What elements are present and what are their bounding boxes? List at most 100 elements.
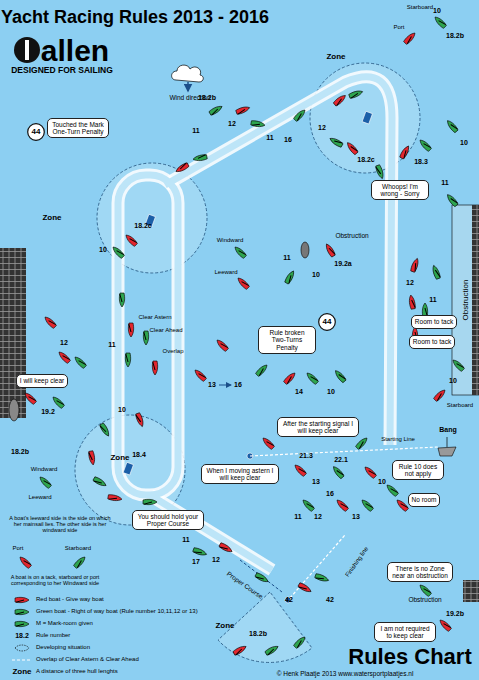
boat-hull <box>375 165 385 180</box>
boat-sail <box>358 442 365 449</box>
boat-sail <box>376 166 381 174</box>
rule-number: 18.3 <box>414 158 428 166</box>
boat <box>418 138 432 152</box>
boat-sail <box>457 362 464 369</box>
penalty-circle: 44 <box>27 123 45 141</box>
boat-sail <box>144 502 152 504</box>
wind-arrow <box>187 82 189 91</box>
boat-hull <box>15 621 29 626</box>
starting-line <box>250 447 438 456</box>
boat <box>335 498 349 512</box>
boat-sail <box>366 502 373 509</box>
bubble-text: Rule 10 does not apply <box>396 463 440 478</box>
speech-bubble: No room <box>408 493 441 506</box>
legend-item: M = Mark-room given <box>36 620 93 627</box>
moored-boat <box>9 399 19 421</box>
sequence-arrow <box>219 385 231 386</box>
boat-sail <box>287 275 293 283</box>
chart-label: Port <box>12 545 23 552</box>
boat <box>395 498 409 512</box>
boat-hull <box>298 582 313 594</box>
boat-sail <box>311 375 318 382</box>
legend-text: A distance of three hull lenghts <box>36 668 118 674</box>
boat-sail <box>198 155 206 159</box>
boat-sail <box>299 585 307 591</box>
boat-hull <box>125 353 130 367</box>
obstruction-boat <box>301 242 309 258</box>
chart-label: Obstruction <box>335 232 368 239</box>
chart-label: allen <box>41 34 109 67</box>
chart-label: Clear Astern <box>138 314 171 321</box>
rule-number: 18.2c <box>134 222 152 230</box>
bubble-text: 44 <box>27 123 45 141</box>
boat-sail <box>16 624 24 626</box>
boat-hull <box>15 609 29 614</box>
boat-sail <box>237 109 245 114</box>
boat-sail <box>44 479 51 486</box>
boat-hull <box>433 388 447 402</box>
chart-title: Yacht Racing Rules 2013 - 2016 <box>1 8 269 28</box>
boat <box>251 120 266 128</box>
boat <box>193 154 208 162</box>
speech-bubble: You should hold your Proper Course <box>132 510 204 531</box>
rule-number: 18.2c <box>357 156 375 164</box>
boat <box>88 451 96 466</box>
boat-hull <box>385 483 399 497</box>
boat <box>399 145 411 160</box>
boat-hull <box>108 494 123 502</box>
boat-hull <box>261 436 275 450</box>
chart-label: Proper Course <box>226 570 265 600</box>
bubble-text: You should hold your Proper Course <box>136 513 200 528</box>
bubble-text: After the starting signal I will keep cl… <box>281 420 355 435</box>
boat <box>128 323 133 337</box>
speech-bubble: Rule broken Two-Turns Penalty <box>258 326 316 354</box>
rule-number: 42 <box>326 596 334 604</box>
boat-sail <box>424 142 431 149</box>
boat-sail <box>316 576 324 581</box>
rule-number: 19.2a <box>334 260 352 268</box>
boat <box>135 413 145 428</box>
legend-item: Rule number <box>36 632 70 639</box>
boat <box>283 371 297 385</box>
boat-sail <box>435 269 440 277</box>
boat <box>284 270 296 285</box>
boat <box>293 463 307 477</box>
boat-sail <box>24 559 31 566</box>
boat-sail <box>436 394 443 401</box>
rule-number: 11 <box>182 536 189 544</box>
boat-sail <box>57 399 64 406</box>
boat <box>298 582 313 594</box>
chart-graphic <box>123 462 133 475</box>
boat-hull <box>251 120 266 128</box>
bubble-text: I will keep clear <box>20 377 64 384</box>
bubble-text: 44 <box>318 313 336 331</box>
chart-label: Starboard <box>447 402 473 409</box>
boat <box>445 119 458 133</box>
boat <box>324 243 336 258</box>
bubble-text: Room to tack <box>415 318 453 325</box>
chart-label: Port <box>393 24 404 31</box>
boat-hull <box>233 245 247 259</box>
bubble-text: Room to tack <box>413 338 451 345</box>
chart-label: Obstruction <box>408 596 441 603</box>
boat-sail <box>120 294 122 302</box>
penalty-circle: 44 <box>318 313 336 331</box>
rule-number: 14 <box>295 388 303 396</box>
rule-number: 11 <box>294 513 301 521</box>
boat <box>355 436 369 450</box>
boat-hull <box>128 323 133 337</box>
marks <box>123 111 372 603</box>
boat-hull <box>233 644 248 656</box>
boat <box>143 331 148 345</box>
legend-text: Red boat - Give way boat <box>36 596 104 602</box>
legend-item: Red boat - Give way boat <box>36 596 104 603</box>
rule-number: 10 <box>449 377 457 385</box>
boat-hull <box>399 145 411 160</box>
boat-sail <box>109 497 117 501</box>
boat-hull <box>445 119 458 133</box>
boat <box>363 465 377 479</box>
boat-sail <box>402 150 408 158</box>
boat <box>445 193 458 207</box>
boat-sail <box>391 487 398 494</box>
boat-sail <box>424 587 431 594</box>
